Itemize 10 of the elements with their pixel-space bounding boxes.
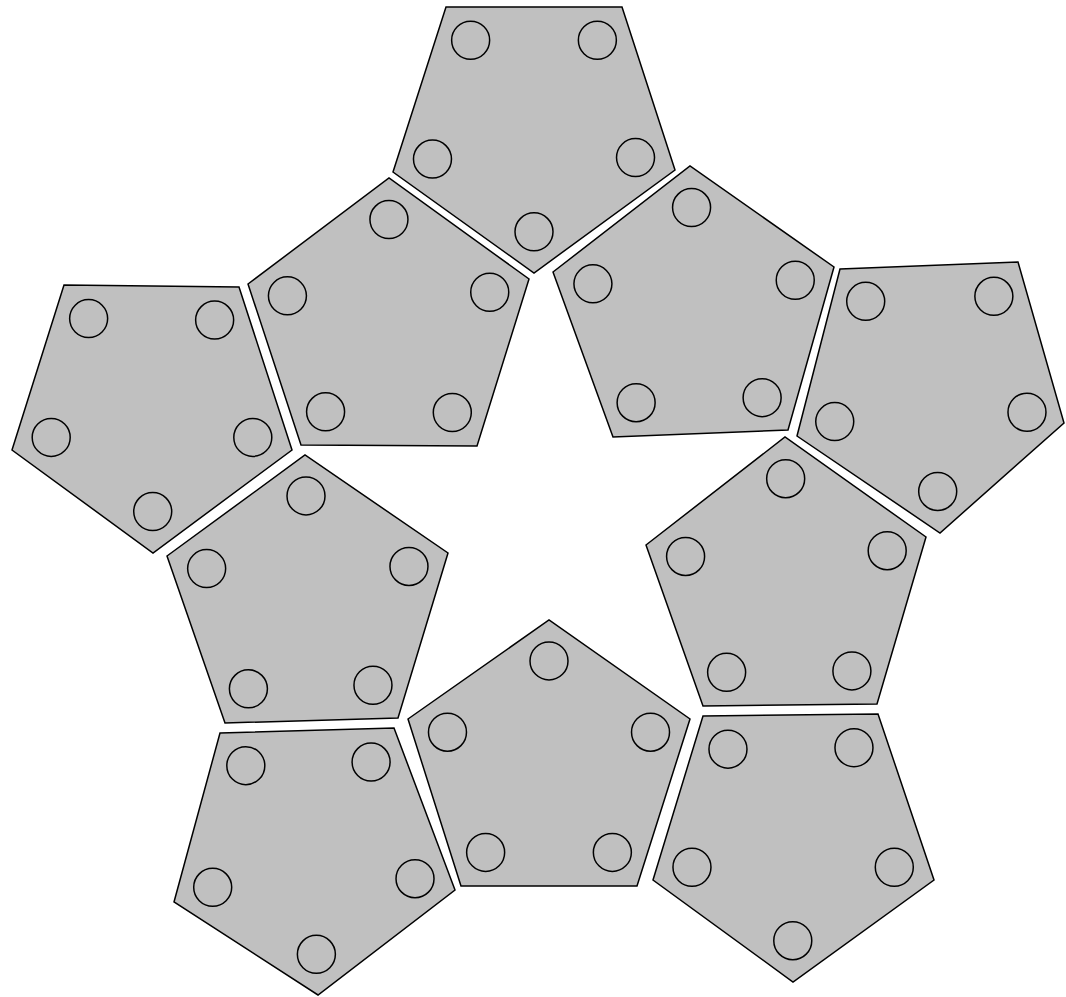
pentagon-tile-drawing <box>246 176 531 448</box>
pentagon-tile-drawing <box>406 618 692 888</box>
pentagon-tile-drawing <box>795 260 1066 535</box>
pentagon-tile-drawing <box>391 5 677 275</box>
pentagon-tile-drawing <box>165 453 450 725</box>
pentagon-tile-drawing <box>651 712 936 984</box>
pentagon-tile-drawing <box>644 435 928 708</box>
pentagon-tile-drawing <box>551 164 836 439</box>
pentagon-tile-drawing <box>172 726 457 997</box>
pentagon-tile-drawing <box>10 283 294 555</box>
